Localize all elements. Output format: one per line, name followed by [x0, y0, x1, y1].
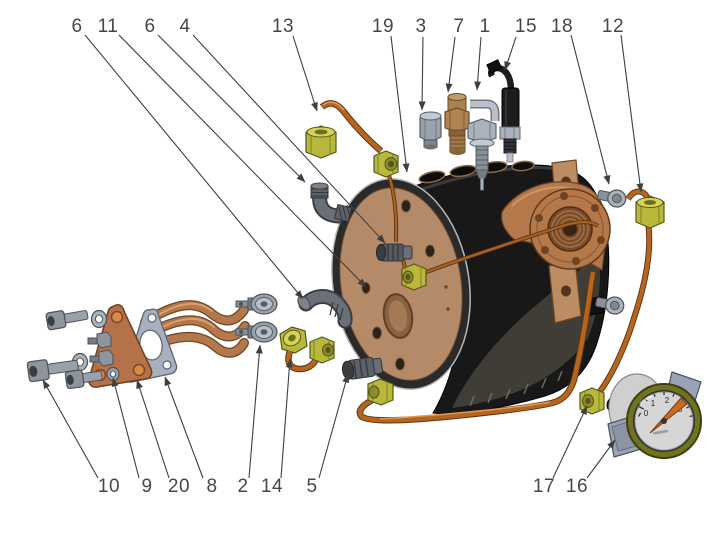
- gauge-digit-1: 1: [651, 399, 656, 408]
- leader-line-9-13: [111, 377, 140, 479]
- leader-line-20-14: [136, 379, 170, 479]
- pipe-14: [279, 326, 335, 373]
- gauge-needle: [649, 397, 688, 434]
- fitting-5: [341, 357, 394, 406]
- face-fitting: [376, 243, 413, 262]
- leader-line-18-10: [570, 34, 611, 185]
- leader-line-5-18: [318, 373, 350, 479]
- boiler-front-face: [331, 178, 471, 390]
- sensor-15: [486, 59, 521, 163]
- leader-line-1-8: [474, 36, 482, 91]
- gauge-digit-2: 2: [665, 396, 670, 405]
- brass-nut-17: [579, 387, 605, 415]
- leader-line-16-20: [586, 439, 616, 479]
- leader-line-11-1: [118, 34, 367, 288]
- leader-line-10-12: [42, 379, 99, 479]
- terminals-2: [235, 293, 278, 343]
- leader-line-14-17: [280, 358, 293, 479]
- leader-line-17-19: [552, 405, 588, 479]
- leader-line-19-5: [390, 35, 410, 173]
- screws-18: [595, 189, 627, 315]
- leader-line-7-7: [445, 36, 456, 93]
- leader-line-6-0: [84, 34, 304, 300]
- leader-line-13-4: [292, 35, 318, 112]
- pipe-13: [305, 100, 399, 178]
- leader-line-3-6: [418, 36, 426, 111]
- plug-fitting-3: [419, 111, 442, 150]
- valve-7: [444, 93, 470, 155]
- pressure-gauge: 0 1 2 3: [607, 371, 702, 459]
- face-brass-nut: [401, 263, 427, 291]
- l-fitting-1: [467, 99, 500, 191]
- elbow-fitting-upper: [310, 182, 353, 224]
- face-copper-pipe: [386, 171, 600, 279]
- leader-lines: [42, 34, 644, 479]
- long-copper-pipe: [356, 271, 597, 424]
- leader-line-12-11: [620, 34, 644, 193]
- leader-line-8-15: [164, 376, 204, 479]
- brass-nut-12: [635, 195, 665, 229]
- screws-10: [26, 310, 103, 390]
- leader-line-2-16: [248, 344, 263, 479]
- leader-line-15-9: [504, 36, 517, 71]
- leader-line-4-3: [192, 34, 386, 244]
- group-head-flange: [529, 188, 611, 270]
- gauge-digit-0: 0: [644, 409, 649, 418]
- leader-line-6-2: [157, 34, 306, 183]
